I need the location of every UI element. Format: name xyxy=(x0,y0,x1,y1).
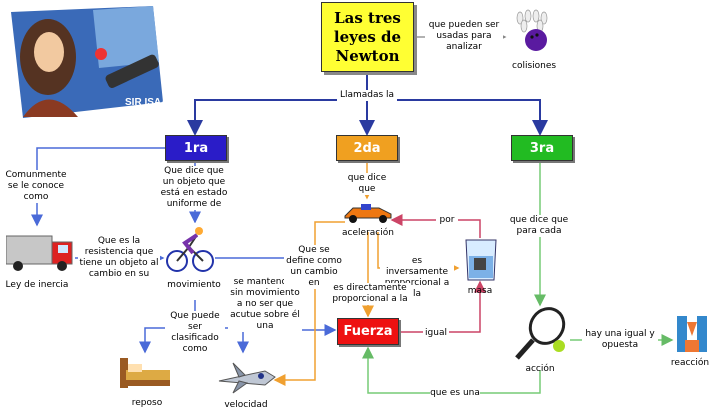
link-label-que-dice-1: Que dice que un objeto que está en estad… xyxy=(158,166,230,210)
link-label-llamadas: Llamadas la xyxy=(337,90,397,101)
link-label-que-dice-3: que dice que para cada xyxy=(508,215,570,237)
bowling-icon xyxy=(510,6,555,56)
link-label-que-es-una: que es una xyxy=(430,388,480,399)
ley-inercia-node: Ley de inercia xyxy=(5,280,69,290)
aceleracion-node: aceleración xyxy=(342,228,394,238)
newton-portrait-image: SIR ISAAC NEWTON xyxy=(3,2,168,122)
velocidad-node: velocidad xyxy=(224,400,268,410)
link-masa-aceleracion xyxy=(390,214,481,238)
link-label-igual-opuesta: hay una igual y opuesta xyxy=(582,329,658,351)
jet-icon xyxy=(218,362,276,394)
accion-node: acción xyxy=(525,364,555,374)
link-aceleracion-velocidad xyxy=(273,221,345,386)
link-label-directamente: es directamente proporcional a la xyxy=(330,283,410,305)
colisiones-node: colisiones xyxy=(512,61,557,71)
truck-icon xyxy=(6,235,73,271)
race-car-icon xyxy=(344,204,392,223)
bed-icon xyxy=(120,358,170,388)
link-label-por: por xyxy=(436,215,458,226)
reposo-node: reposo xyxy=(131,398,163,408)
link-label-que-dice-2: que dice que xyxy=(338,173,396,195)
link-label-pueden-ser: que pueden ser usadas para analizar xyxy=(425,20,503,53)
cyclist-icon xyxy=(165,223,215,275)
movimiento-node: movimiento xyxy=(167,280,221,290)
law3-node: 3ra xyxy=(511,135,573,161)
tennis-racket-icon xyxy=(515,307,566,360)
portrait-caption: SIR ISAAC NEWTON xyxy=(125,97,168,108)
link-label-comunmente: Comunmente se le conoce como xyxy=(2,170,70,203)
link-label-que-se-define: Que se define como un cambio en xyxy=(284,245,344,289)
link-label-igual: igual xyxy=(423,328,449,339)
link-label-que-es-resistencia: Que es la resistencia que tiene un objet… xyxy=(78,236,160,280)
fuerza-node: Fuerza xyxy=(337,318,399,345)
link-label-puede-ser: Que puede ser clasificado como xyxy=(165,311,225,355)
beaker-icon xyxy=(465,239,497,281)
reaccion-node: reacción xyxy=(670,358,710,368)
law1-node: 1ra xyxy=(165,135,227,161)
reaction-figure-icon xyxy=(677,316,707,352)
title-node: Las tres leyes de Newton xyxy=(321,2,414,72)
law2-node: 2da xyxy=(336,135,398,161)
masa-node: masa xyxy=(467,286,493,296)
